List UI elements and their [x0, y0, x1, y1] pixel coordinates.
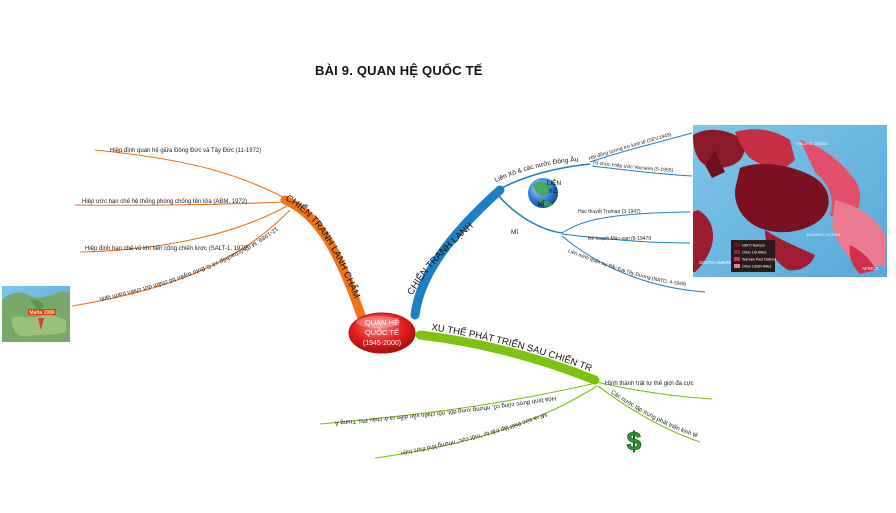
- globe-icon: LIÊN XÔ MĨ: [528, 178, 562, 208]
- south-america-label: SOUTH AMERICA: [699, 260, 736, 265]
- cold-war-branch: [410, 185, 505, 320]
- post-line-4: [374, 385, 598, 459]
- end-line-2: [74, 201, 286, 206]
- legend-swatch-nato: [734, 243, 740, 247]
- end-cold-war-branch: [280, 195, 367, 323]
- end-line-4: [71, 209, 291, 307]
- atlantic-label: ATLANTIC OCEAN: [806, 232, 840, 237]
- usa-sub-branch: [497, 194, 563, 234]
- end-line-1: [94, 149, 286, 199]
- globe-text-3: MĨ: [537, 199, 545, 208]
- pacific-label: PACIFIC OCEAN: [797, 141, 828, 146]
- sev-item: Hội đồng tương trợ kinh tế (SEV,1949): [588, 132, 673, 162]
- center-line-1: QUAN HỆ: [365, 318, 399, 327]
- end-item-1: Hiệp định quan hệ giữa Đông Đức và Tây Đ…: [110, 148, 261, 154]
- globe-text-1: LIÊN: [547, 178, 562, 187]
- marshall-line: [561, 233, 691, 244]
- europe-map-thumbnail: Malta 1989: [2, 286, 70, 342]
- center-line-3: (1945-2000): [363, 340, 401, 347]
- post-line-3: [319, 382, 597, 425]
- center-line-2: QUỐC TẾ: [365, 327, 399, 337]
- nato-item: Liên minh quân sự Bắc Đại Tây Dương (NAT…: [567, 248, 687, 287]
- end-item-2: Hiệp ước hạn chế hệ thống phòng chống tê…: [82, 198, 247, 205]
- nato-line: [561, 235, 706, 293]
- sev-line: [589, 132, 693, 163]
- soviet-sub-branch: [497, 163, 591, 191]
- globe-text-2: XÔ: [548, 186, 557, 195]
- legend-swatch-warsaw: [734, 257, 740, 261]
- cold-war-label: CHIẾN TRANH LẠNH: [405, 220, 475, 297]
- legend-item-warsaw: Warsaw Pact Nations: [742, 258, 776, 262]
- legend-item-nato: NATO Nations: [742, 244, 765, 248]
- end-line-3: [79, 205, 288, 253]
- usa-label: Mĩ: [511, 229, 519, 236]
- map-legend: NATO Nations Other US Allies Warsaw Pact…: [731, 240, 776, 272]
- legend-item-ussr-allies: Other USSR Allies: [742, 265, 772, 269]
- post-war-branch: [415, 330, 600, 385]
- legend-swatch-ussr-allies: [734, 264, 740, 268]
- end-item-4: 12-1989, M.Goócbachốp và G.Butơ tuyên bố…: [99, 225, 279, 301]
- post-item-1: Hình thành trật tự thế giới đa cực: [605, 381, 694, 387]
- page-title: BÀI 9. QUAN HỆ QUỐC TẾ: [315, 63, 483, 78]
- post-line-2: [597, 385, 701, 443]
- map-badge: Malta 1989: [29, 310, 55, 316]
- marshall-item: Kế hoạch Mác-san (6-19470: [588, 236, 651, 242]
- truman-item: Học thuyết Truman (3-1947): [578, 209, 641, 215]
- africa-label: AFRICA: [862, 266, 879, 271]
- cold-war-world-map: PACIFIC OCEAN ATLANTIC OCEAN SOUTH AMERI…: [693, 125, 887, 277]
- truman-line: [561, 211, 691, 234]
- end-item-3: Hiệp định hạn chế vũ khí tiến công chiến…: [85, 246, 249, 252]
- center-node[interactable]: QUAN HỆ QUỐC TẾ (1945-2000): [348, 312, 416, 354]
- vacsava-item: Tổ chức Hiệp ước Vacsava (5-1955): [592, 159, 674, 173]
- post-line-1: [595, 381, 713, 400]
- vacsava-line: [591, 165, 693, 177]
- legend-item-us-allies: Other US Allies: [742, 251, 767, 255]
- legend-swatch-us-allies: [734, 250, 740, 254]
- dollar-icon: $: [627, 426, 642, 456]
